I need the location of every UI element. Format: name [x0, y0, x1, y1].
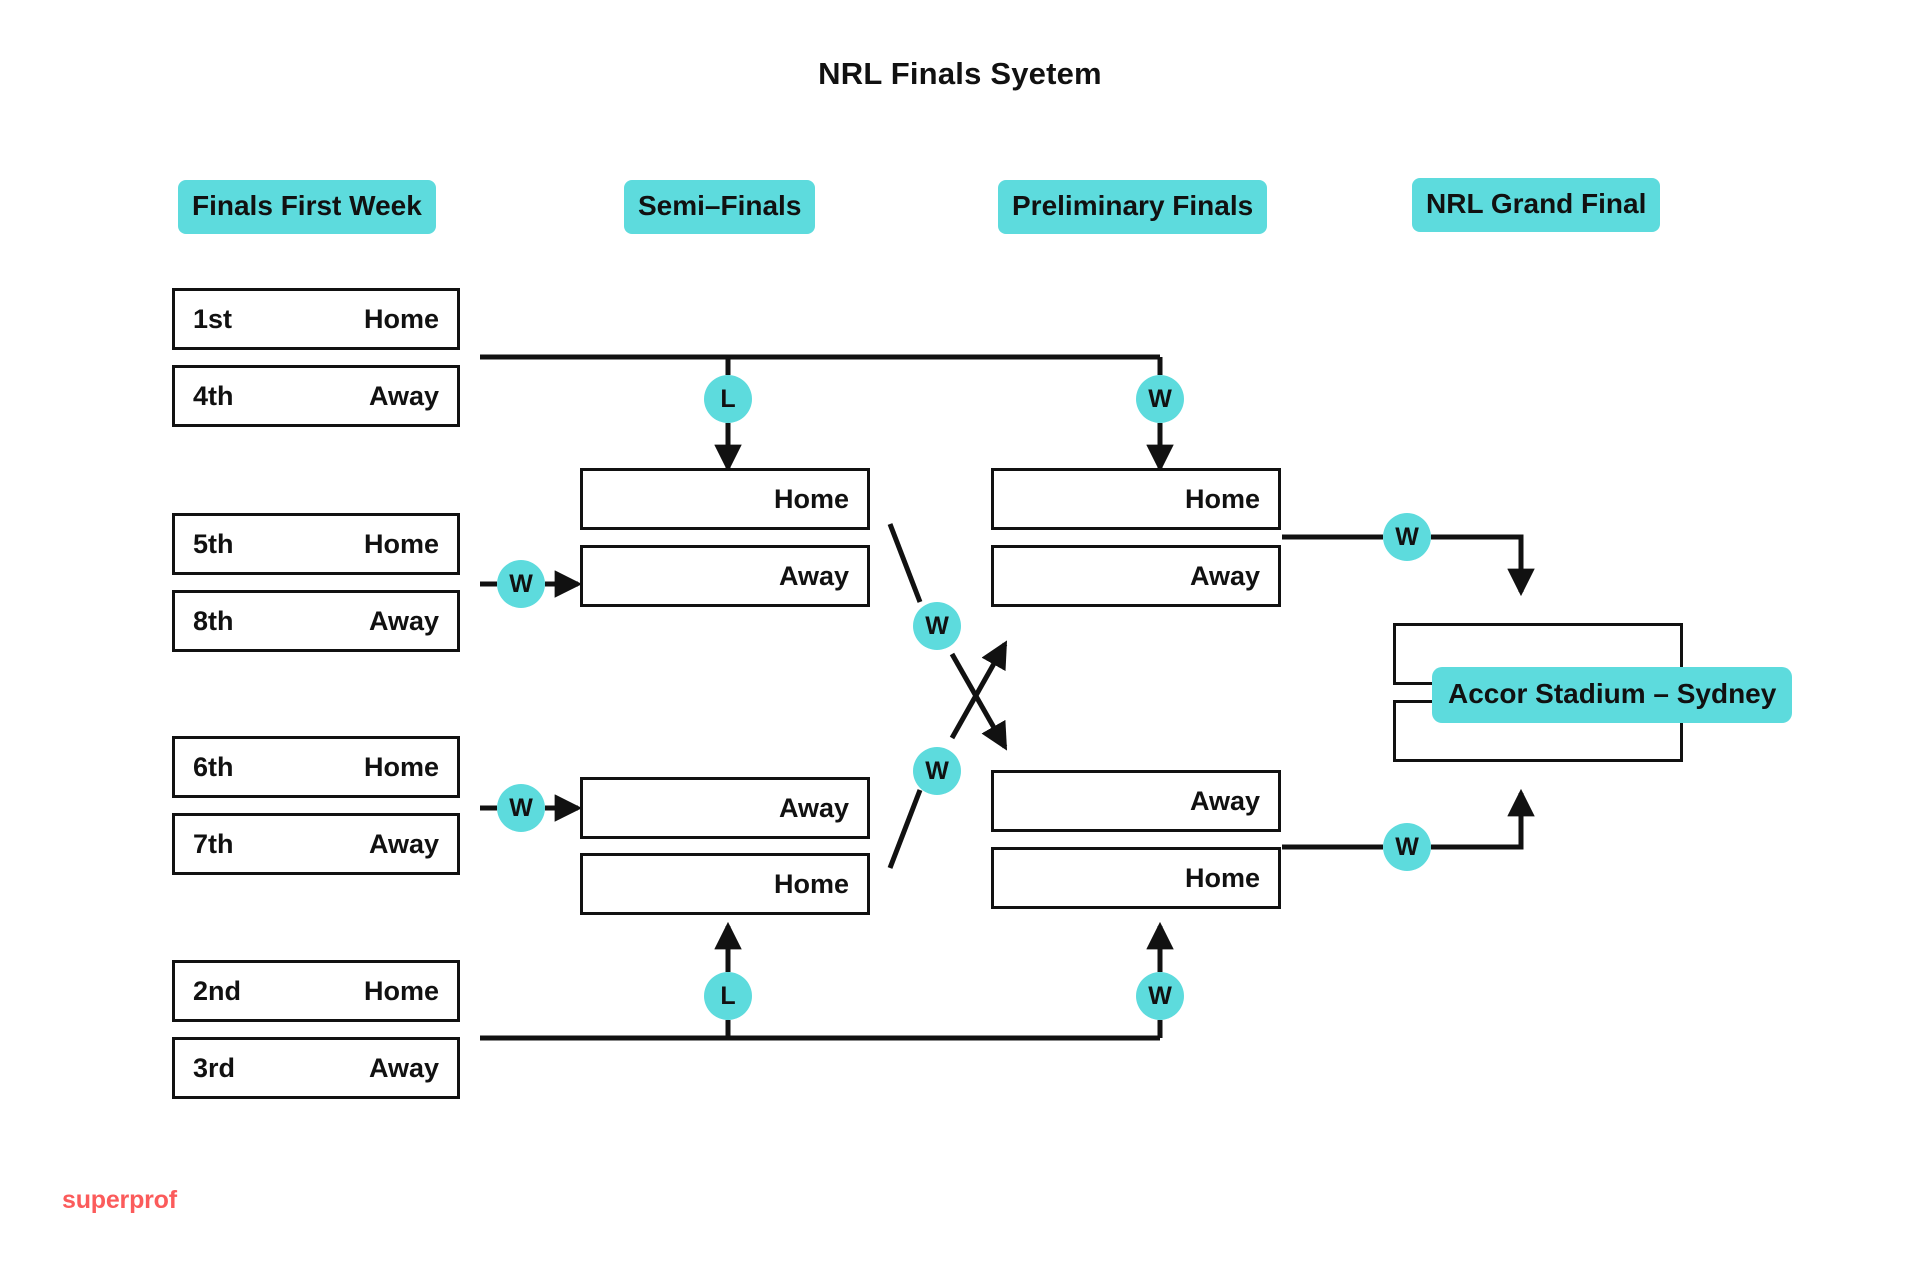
- prelim1-top-side: Home: [1184, 483, 1260, 514]
- semifinal2-top-slot[interactable]: Away: [580, 777, 870, 839]
- semifinal1-bottom-slot[interactable]: Away: [580, 545, 870, 607]
- ffw-match2-away-slot[interactable]: 8th Away: [172, 590, 460, 652]
- column-header-nrl-grand-final: NRL Grand Final: [1412, 178, 1661, 232]
- superprof-logo: superprof: [62, 1186, 177, 1214]
- ffw-match2-home-slot[interactable]: 5th Home: [172, 513, 460, 575]
- semifinal2-bottom-slot[interactable]: Home: [580, 853, 870, 915]
- prelim1-bottom-slot[interactable]: Away: [991, 545, 1281, 607]
- ffw-match4-away-side: Away: [368, 1052, 439, 1083]
- badge-qf2-winner: W: [1136, 972, 1184, 1020]
- column-header-semi-finals: Semi–Finals: [624, 180, 816, 234]
- ffw-match1-away-slot[interactable]: 4th Away: [172, 365, 460, 427]
- prelim2-top-slot[interactable]: Away: [991, 770, 1281, 832]
- badge-qf2-loser: L: [704, 972, 752, 1020]
- ffw-match1-away-side: Away: [368, 380, 439, 411]
- ffw-match3-home-seed: 6th: [193, 751, 234, 782]
- semifinal1-top-side: Home: [773, 483, 849, 514]
- wire-sf1-stub: [887, 523, 923, 603]
- badge-sf1-winner: W: [913, 602, 961, 650]
- badge-pf2-winner: W: [1383, 823, 1431, 871]
- wire-sf1-to-prelim2: [949, 652, 1008, 751]
- semifinal2-bottom-side: Home: [773, 868, 849, 899]
- badge-sf2-winner: W: [913, 747, 961, 795]
- ffw-match3-home-side: Home: [363, 751, 439, 782]
- wire-sf2-to-prelim1: [949, 640, 1008, 740]
- ffw-match2-home-side: Home: [363, 528, 439, 559]
- badge-qf1-loser: L: [704, 375, 752, 423]
- column-header-finals-first-week: Finals First Week: [178, 180, 436, 234]
- semifinal2-top-side: Away: [778, 792, 849, 823]
- ffw-match1-home-slot[interactable]: 1st Home: [172, 288, 460, 350]
- ffw-match4-home-slot[interactable]: 2nd Home: [172, 960, 460, 1022]
- prelim2-bottom-slot[interactable]: Home: [991, 847, 1281, 909]
- prelim2-top-side: Away: [1189, 785, 1260, 816]
- ffw-match1-home-seed: 1st: [193, 303, 233, 334]
- ffw-match3-away-side: Away: [368, 828, 439, 859]
- badge-pf1-winner: W: [1383, 513, 1431, 561]
- prelim1-top-slot[interactable]: Home: [991, 468, 1281, 530]
- badge-qf1-winner: W: [1136, 375, 1184, 423]
- badge-ef1-winner: W: [497, 560, 545, 608]
- grand-final-venue-badge: Accor Stadium – Sydney: [1432, 667, 1793, 723]
- ffw-match1-away-seed: 4th: [193, 380, 234, 411]
- ffw-match4-away-seed: 3rd: [193, 1052, 236, 1083]
- page-title: NRL Finals Syetem: [818, 56, 1102, 91]
- ffw-match1-home-side: Home: [363, 303, 439, 334]
- ffw-match4-home-seed: 2nd: [193, 975, 242, 1006]
- ffw-match4-away-slot[interactable]: 3rd Away: [172, 1037, 460, 1099]
- ffw-match4-home-side: Home: [363, 975, 439, 1006]
- ffw-match3-away-seed: 7th: [193, 828, 234, 859]
- ffw-match3-home-slot[interactable]: 6th Home: [172, 736, 460, 798]
- ffw-match2-home-seed: 5th: [193, 528, 234, 559]
- badge-ef2-winner: W: [497, 784, 545, 832]
- semifinal1-bottom-side: Away: [778, 560, 849, 591]
- wire-pf2-to-final: [1431, 788, 1535, 850]
- wire-pf1-to-final: [1431, 534, 1535, 597]
- ffw-match3-away-slot[interactable]: 7th Away: [172, 813, 460, 875]
- wire-sf2-stub: [887, 789, 923, 869]
- prelim2-bottom-side: Home: [1184, 862, 1260, 893]
- semifinal1-top-slot[interactable]: Home: [580, 468, 870, 530]
- column-header-preliminary-finals: Preliminary Finals: [998, 180, 1268, 234]
- ffw-match2-away-side: Away: [368, 605, 439, 636]
- prelim1-bottom-side: Away: [1189, 560, 1260, 591]
- ffw-match2-away-seed: 8th: [193, 605, 234, 636]
